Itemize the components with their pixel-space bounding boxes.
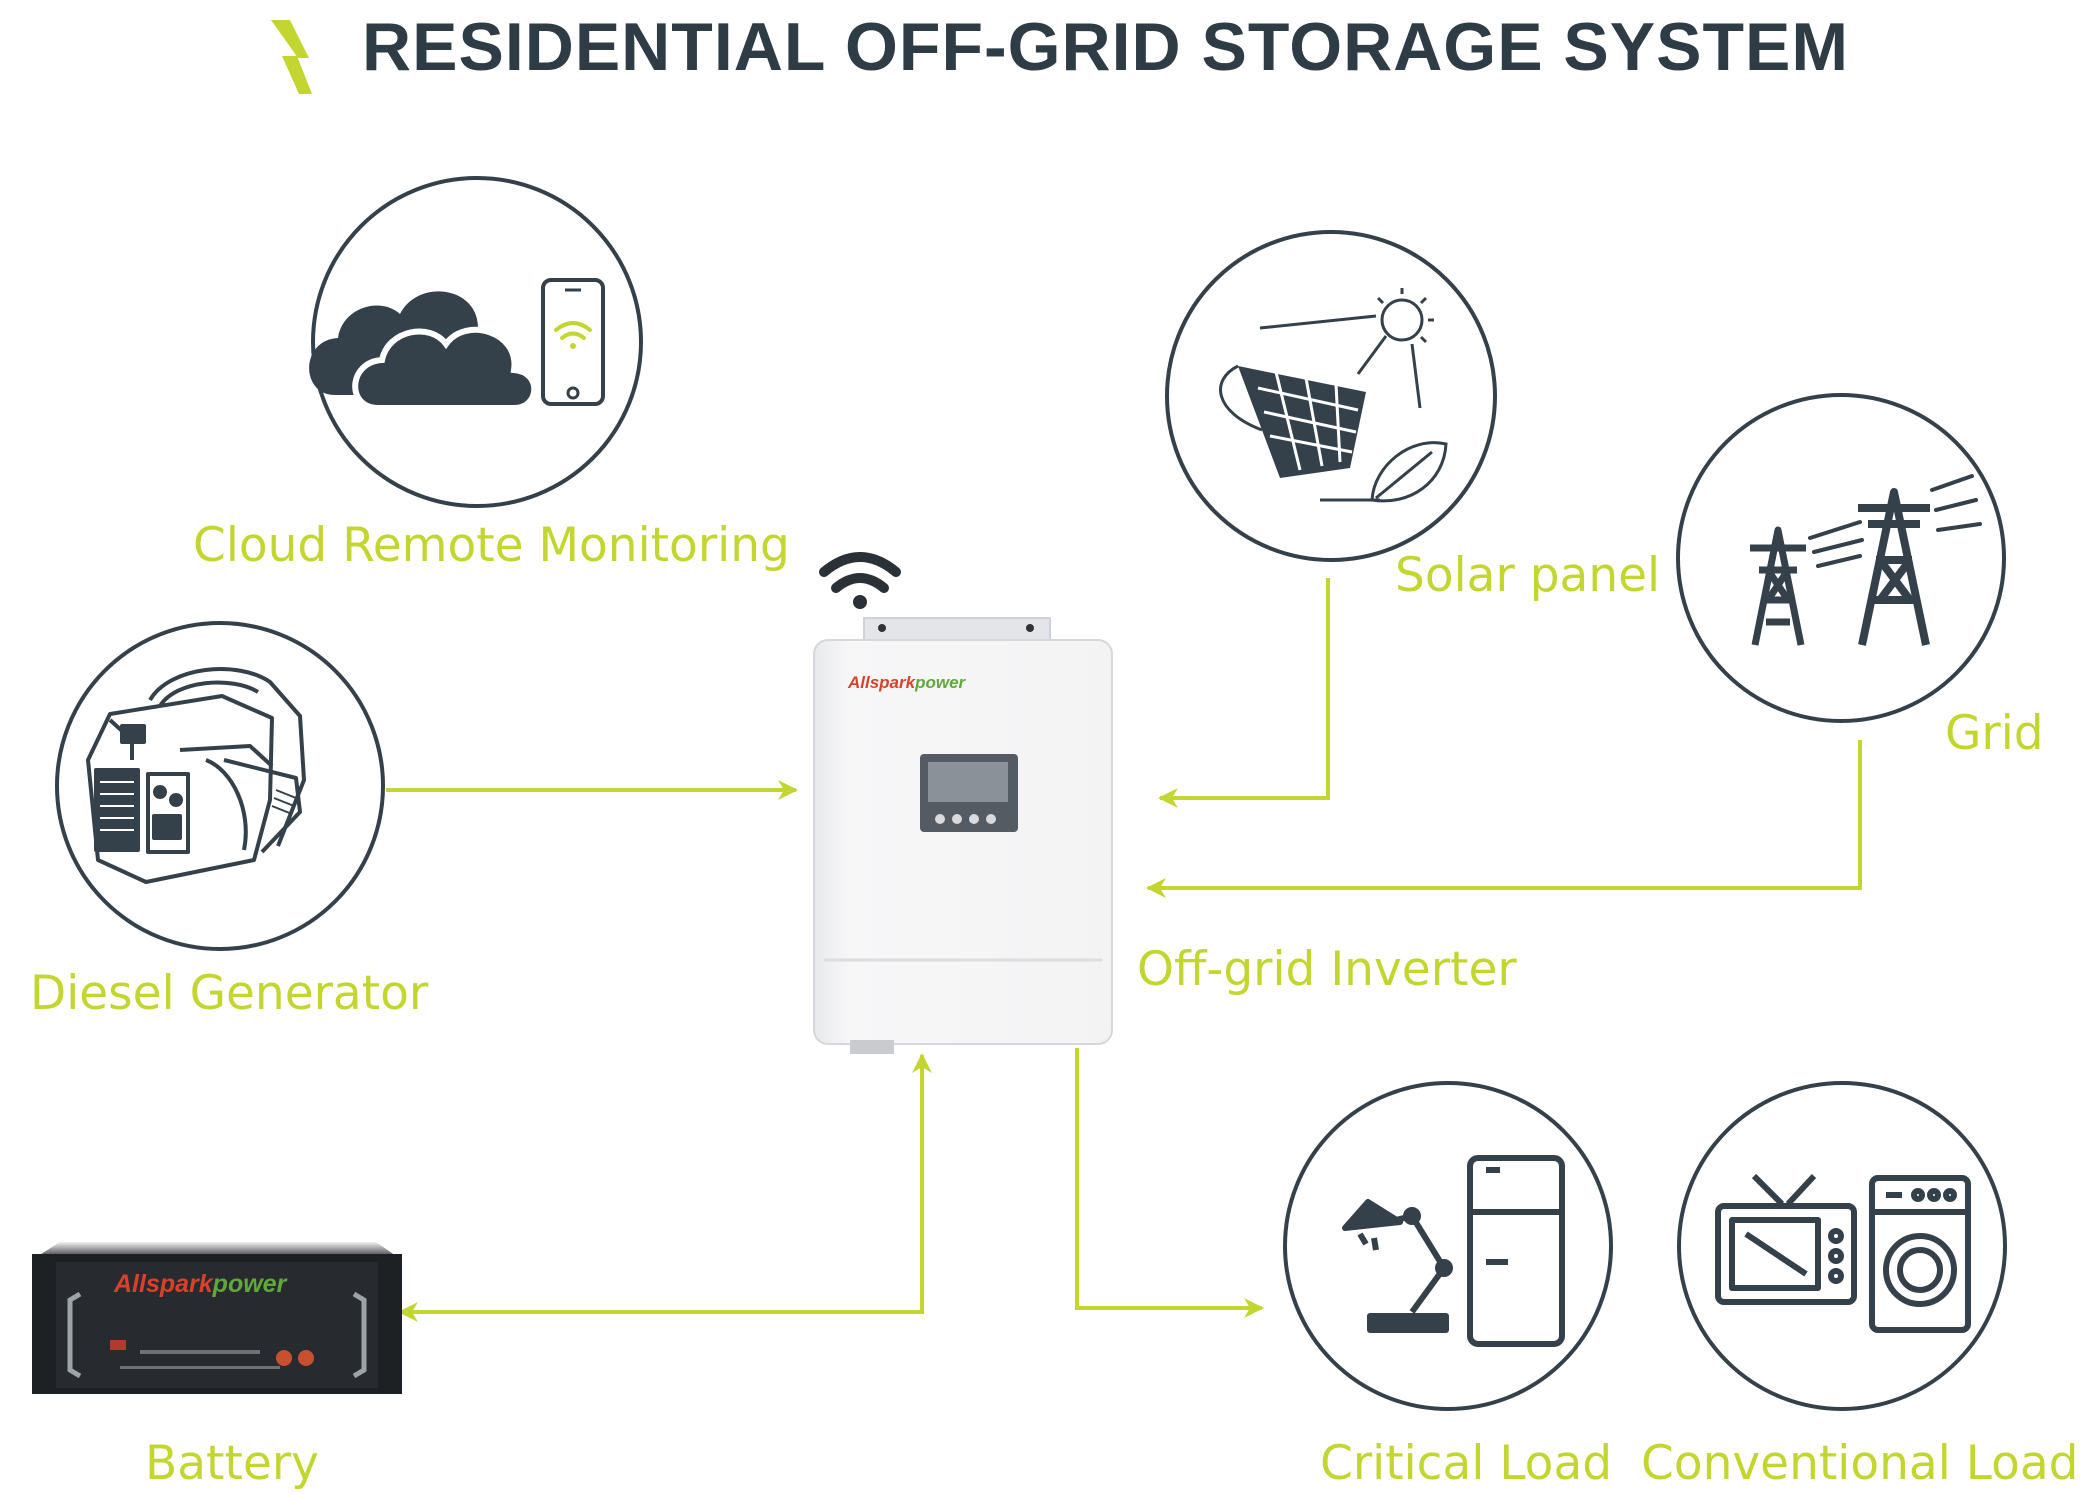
critical-load-label: Critical Load <box>1320 1436 1613 1491</box>
page-title: RESIDENTIAL OFF-GRID STORAGE SYSTEM <box>362 9 1850 85</box>
solar-circle <box>1165 230 1497 562</box>
arrow-grid-to-inverter <box>1146 740 1862 898</box>
conventional-load-label: Conventional Load <box>1641 1436 2079 1491</box>
inverter-brand: Allsparkpower <box>847 673 967 692</box>
inverter-node: Allsparkpower <box>813 552 1113 1054</box>
arrow-inverter-to-loads <box>1075 1048 1264 1318</box>
battery-label: Battery <box>145 1436 319 1491</box>
wifi-signal-icon <box>819 552 901 609</box>
diesel-generator-label: Diesel Generator <box>30 966 429 1021</box>
arrow-solar-to-inverter <box>1158 578 1330 808</box>
solar-node <box>1165 230 1497 562</box>
cloud-icon <box>309 291 538 411</box>
grid-label: Grid <box>1945 706 2044 761</box>
generator-icon <box>86 667 306 884</box>
cloud-monitoring-circle <box>311 176 643 508</box>
smartphone-icon <box>541 278 605 406</box>
battery-node: Allsparkpower <box>32 1242 402 1394</box>
grid-node <box>1676 393 2006 723</box>
grid-circle <box>1676 393 2006 723</box>
inverter-body <box>813 639 1113 1045</box>
small-tower-icon <box>1750 526 1806 646</box>
conventional-load-circle <box>1677 1081 2007 1411</box>
diesel-circle <box>55 621 385 951</box>
solar-panel-label: Solar panel <box>1395 548 1661 603</box>
fridge-icon <box>1467 1155 1565 1347</box>
inverter-bracket <box>863 617 1051 641</box>
arrow-battery-inverter <box>398 1053 932 1322</box>
connectors <box>386 578 1862 1322</box>
logo-mark-icon <box>271 20 312 94</box>
sun-icon <box>1259 288 1434 409</box>
leaf-icon <box>1320 441 1448 503</box>
inverter-lcd-panel <box>920 754 1018 832</box>
conventional-load-node <box>1677 1081 2007 1411</box>
tv-icon <box>1715 1173 1857 1305</box>
critical-load-circle <box>1283 1081 1613 1411</box>
wifi-phone-icon <box>554 321 592 349</box>
battery-brand: Allsparkpower <box>113 1270 288 1298</box>
battery-terminals <box>110 1340 314 1369</box>
solar-panel-icon <box>1219 364 1366 478</box>
desk-lamp-icon <box>1342 1199 1453 1333</box>
diesel-node <box>55 621 385 951</box>
cloud-monitoring-label: Cloud Remote Monitoring <box>193 518 790 573</box>
battery-top <box>38 1242 396 1256</box>
battery-handles-icon <box>67 1291 367 1379</box>
washing-machine-icon <box>1869 1175 1971 1333</box>
critical-load-node <box>1283 1081 1613 1411</box>
power-lines-icon <box>1808 474 1982 568</box>
inverter-label: Off-grid Inverter <box>1137 942 1517 997</box>
inverter-terminal <box>850 1040 894 1054</box>
large-tower-icon <box>1858 488 1930 646</box>
cloud-monitoring-node <box>309 176 643 508</box>
